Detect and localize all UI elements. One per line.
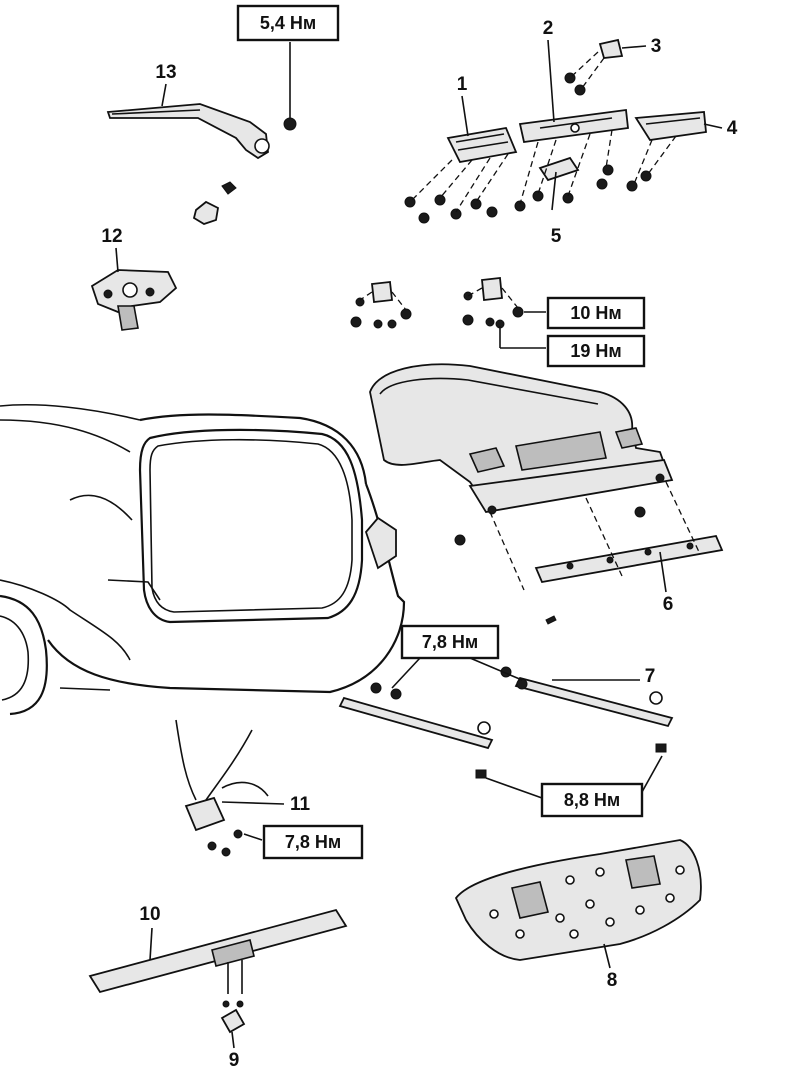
svg-text:7: 7 <box>645 666 656 687</box>
wiper-arm-part <box>106 42 297 225</box>
callout-6: 6 <box>659 551 674 615</box>
torque-label-19: 19 Нм <box>546 334 646 368</box>
callout-3: 3 <box>621 36 662 57</box>
svg-text:10: 10 <box>139 904 160 925</box>
callout-2: 2 <box>543 18 555 123</box>
svg-text:4: 4 <box>727 118 738 139</box>
svg-text:3: 3 <box>651 36 662 57</box>
callout-4: 4 <box>703 118 738 139</box>
svg-text:9: 9 <box>229 1050 240 1071</box>
door-hinge-left <box>350 281 412 329</box>
callout-10: 10 <box>139 904 161 961</box>
car-body-rear-view <box>0 404 406 716</box>
torque-label-7-8-top: 7,8 Нм <box>391 624 523 689</box>
door-hinge-right <box>462 277 546 349</box>
svg-text:13: 13 <box>155 62 176 83</box>
callout-11: 11 <box>221 794 311 815</box>
inner-garnish-strip <box>88 908 348 994</box>
torque-text-5-4: 5,4 Нм <box>260 13 316 33</box>
torque-text-10: 10 Нм <box>570 303 621 323</box>
torque-label-7-8-bottom: 7,8 Нм <box>262 824 364 860</box>
torque-label-10: 10 Нм <box>546 296 646 330</box>
torque-text-7-8-bottom: 7,8 Нм <box>285 832 341 852</box>
svg-text:6: 6 <box>663 594 674 615</box>
svg-text:12: 12 <box>101 226 122 247</box>
torque-label-5-4: 5,4 Нм <box>236 4 340 42</box>
callout-5: 5 <box>551 226 562 247</box>
inner-trim-panel <box>454 839 702 961</box>
callout-12: 12 <box>101 226 123 273</box>
svg-text:1: 1 <box>457 74 468 95</box>
torque-label-8-8: 8,8 Нм <box>485 755 663 818</box>
tailgate-garnish-part <box>489 481 724 625</box>
callout-7: 7 <box>552 666 655 687</box>
svg-text:2: 2 <box>543 18 554 39</box>
callout-9: 9 <box>229 1031 240 1071</box>
torque-text-7-8-top: 7,8 Нм <box>422 632 478 652</box>
gas-strut-parts <box>338 666 674 779</box>
license-lamp-parts <box>404 38 707 224</box>
tailgate-latch-part <box>90 269 178 331</box>
callout-1: 1 <box>457 74 469 137</box>
callout-8: 8 <box>603 943 618 991</box>
torque-text-19: 19 Нм <box>570 341 621 361</box>
svg-text:5: 5 <box>551 226 562 247</box>
clip-part <box>220 1000 246 1034</box>
tailgate-door-panel <box>369 363 674 546</box>
lock-actuator-part <box>175 719 269 857</box>
torque-text-8-8: 8,8 Нм <box>564 790 620 810</box>
callout-13: 13 <box>155 62 177 107</box>
svg-text:8: 8 <box>607 970 618 991</box>
svg-text:11: 11 <box>290 794 311 815</box>
